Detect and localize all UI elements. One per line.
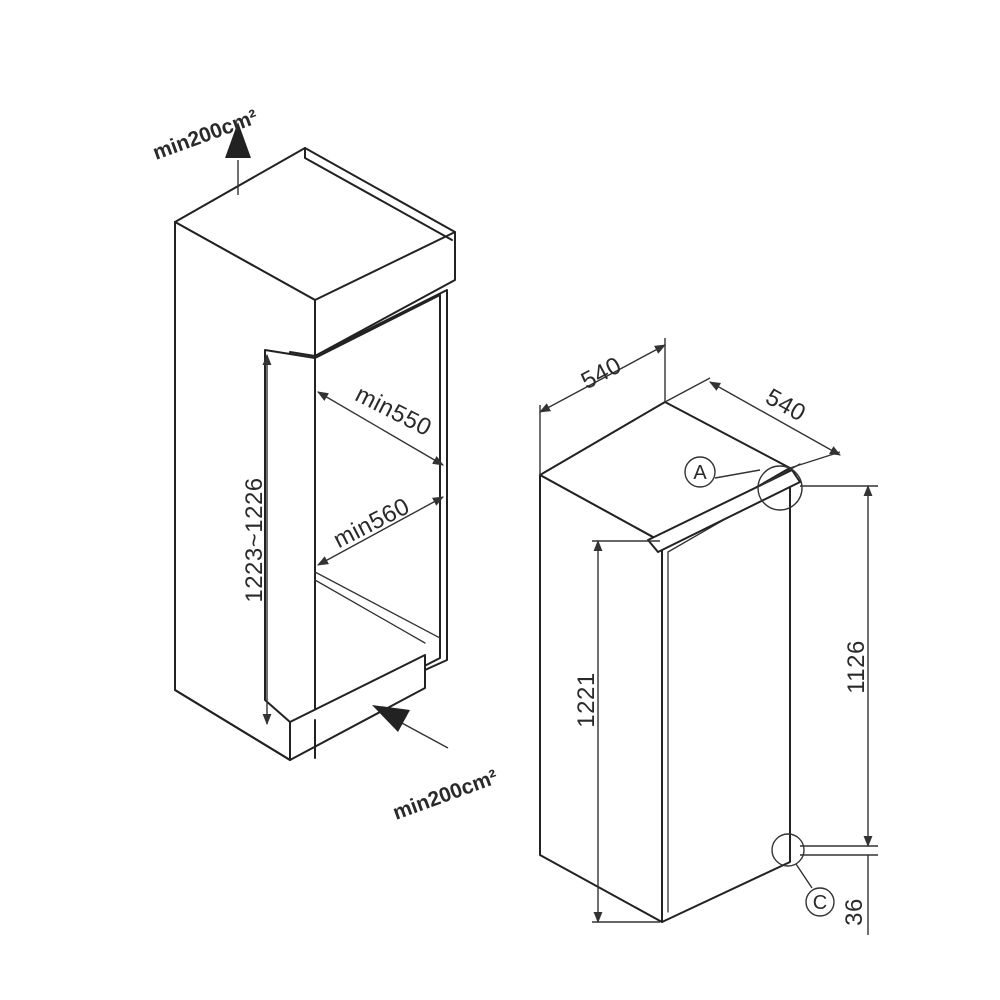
appliance-height-dimension — [592, 539, 660, 924]
niche-height-label: 1223~1226 — [241, 477, 268, 602]
marker-c-label: C — [813, 892, 827, 914]
vent-bottom-label: min200cm² — [390, 766, 501, 825]
niche-depth-dimension — [317, 391, 444, 466]
appliance-height-label: 1221 — [573, 672, 600, 727]
appliance-width-label: 540 — [761, 384, 810, 428]
door-height-dimension — [800, 484, 878, 848]
door-height-label: 1126 — [843, 640, 870, 694]
niche-width-dimension — [317, 496, 444, 566]
appliance-body — [539, 401, 801, 923]
vent-arrow-top — [225, 122, 251, 195]
niche-cabinet — [174, 147, 456, 761]
appliance-width-dimension — [664, 377, 841, 469]
marker-c — [771, 833, 835, 917]
appliance-depth-dimension — [539, 338, 666, 475]
marker-a — [684, 456, 803, 511]
bottom-offset-dimension — [800, 854, 878, 935]
bottom-offset-label: 36 — [841, 898, 868, 926]
marker-a-label: A — [693, 462, 707, 484]
vent-arrow-bottom — [372, 705, 449, 749]
